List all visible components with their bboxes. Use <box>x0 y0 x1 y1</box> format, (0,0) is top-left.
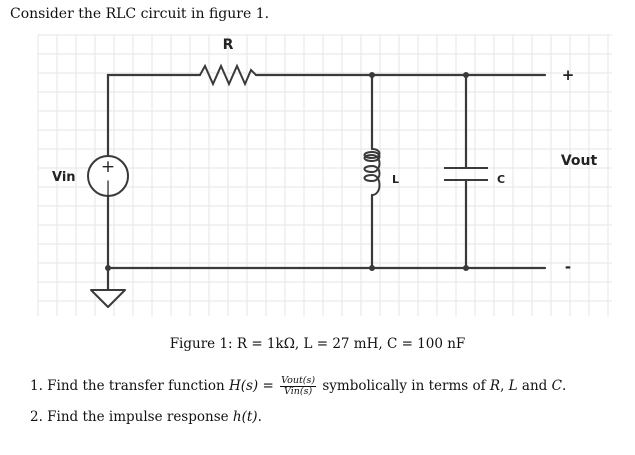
resistor-label: R <box>223 37 234 53</box>
q1-suffix: symbolically in terms of <box>318 378 490 394</box>
transfer-fraction: Vout(s)Vin(s) <box>280 375 317 397</box>
q1-r: R <box>489 378 501 394</box>
top-wire <box>106 73 202 78</box>
wires <box>106 73 547 292</box>
vin-label: Vin <box>52 170 76 185</box>
q2-end: . <box>257 409 262 425</box>
inductor-label: L <box>392 173 399 186</box>
source-plus-sign: + <box>101 157 115 177</box>
junction-dots <box>105 72 469 271</box>
q1-and: and <box>517 378 552 394</box>
voltage-source: + | <box>87 155 129 197</box>
intro-text: Consider the RLC circuit in figure 1. <box>10 6 270 22</box>
q1-l: L <box>508 378 518 394</box>
vout-minus-label: - <box>565 258 571 276</box>
question-2: 2. Find the impulse response h(t). <box>30 409 262 425</box>
question-1: 1. Find the transfer function H(s) = Vou… <box>30 376 566 397</box>
capacitor-symbol <box>444 167 488 181</box>
source-minus-sign: | <box>105 178 110 196</box>
figure-caption: Figure 1: R = 1kΩ, L = 27 mH, C = 100 nF <box>169 336 466 352</box>
q2-ht: h(t) <box>232 409 258 425</box>
fraction-denominator: Vin(s) <box>284 386 313 397</box>
q2-prefix: 2. Find the impulse response <box>30 409 233 425</box>
circuit-diagram: + | R L C Vin Vout + - <box>37 34 612 316</box>
q1-comma: , <box>500 378 509 394</box>
inductor-symbol <box>363 148 381 196</box>
vout-label: Vout <box>561 153 598 169</box>
q1-c: C <box>551 378 562 394</box>
resistor-symbol <box>199 63 257 87</box>
q1-end: . <box>561 378 567 394</box>
fraction-numerator: Vout(s) <box>280 375 317 387</box>
vout-plus-label: + <box>562 66 575 84</box>
q1-hs: H(s) <box>228 378 259 394</box>
q1-eq: = <box>258 378 279 394</box>
q1-prefix: 1. Find the transfer function <box>30 378 229 394</box>
ground-icon <box>90 289 126 308</box>
capacitor-label: C <box>497 173 505 186</box>
